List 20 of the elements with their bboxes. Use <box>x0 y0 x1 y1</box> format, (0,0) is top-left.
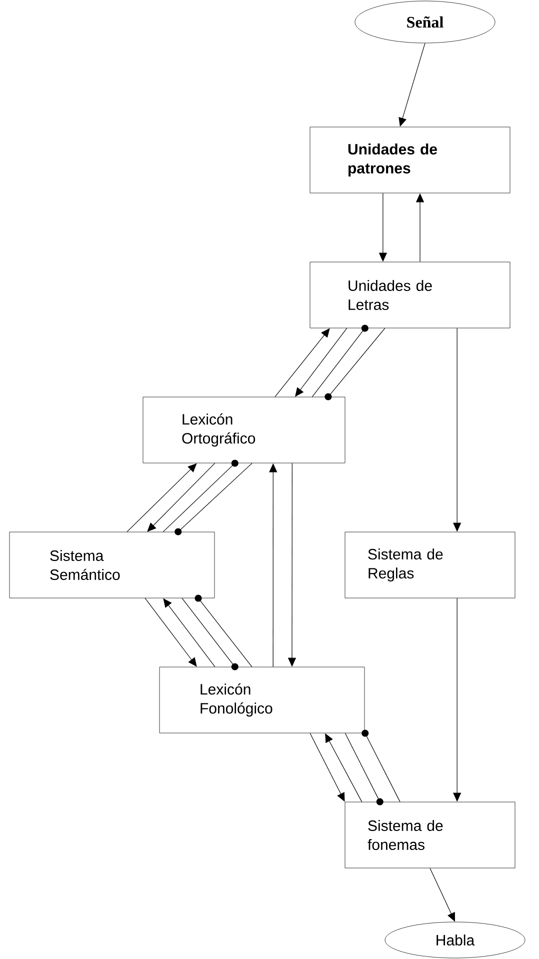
connector <box>182 598 238 670</box>
process-box: Sistema de Reglas <box>344 532 516 598</box>
process-box: Unidades de Letras <box>310 262 510 328</box>
process-box: Sistema Semántico <box>9 532 215 598</box>
arrow <box>126 463 197 532</box>
process-box: Unidades de patrones <box>310 126 510 194</box>
arrow <box>274 328 330 398</box>
connector <box>362 730 400 802</box>
arrow <box>144 598 197 667</box>
connector <box>312 324 368 398</box>
arrow <box>295 328 348 397</box>
process-box: Lexicón Fonológico <box>159 666 365 734</box>
connector <box>344 732 384 806</box>
connector <box>194 594 252 668</box>
process-box: Sistema de fonemas <box>344 802 516 868</box>
process-box: Lexicón Ortográfico <box>142 396 346 464</box>
connector <box>162 460 238 532</box>
arrow <box>147 462 216 532</box>
connector <box>324 328 386 400</box>
connector <box>174 462 252 536</box>
